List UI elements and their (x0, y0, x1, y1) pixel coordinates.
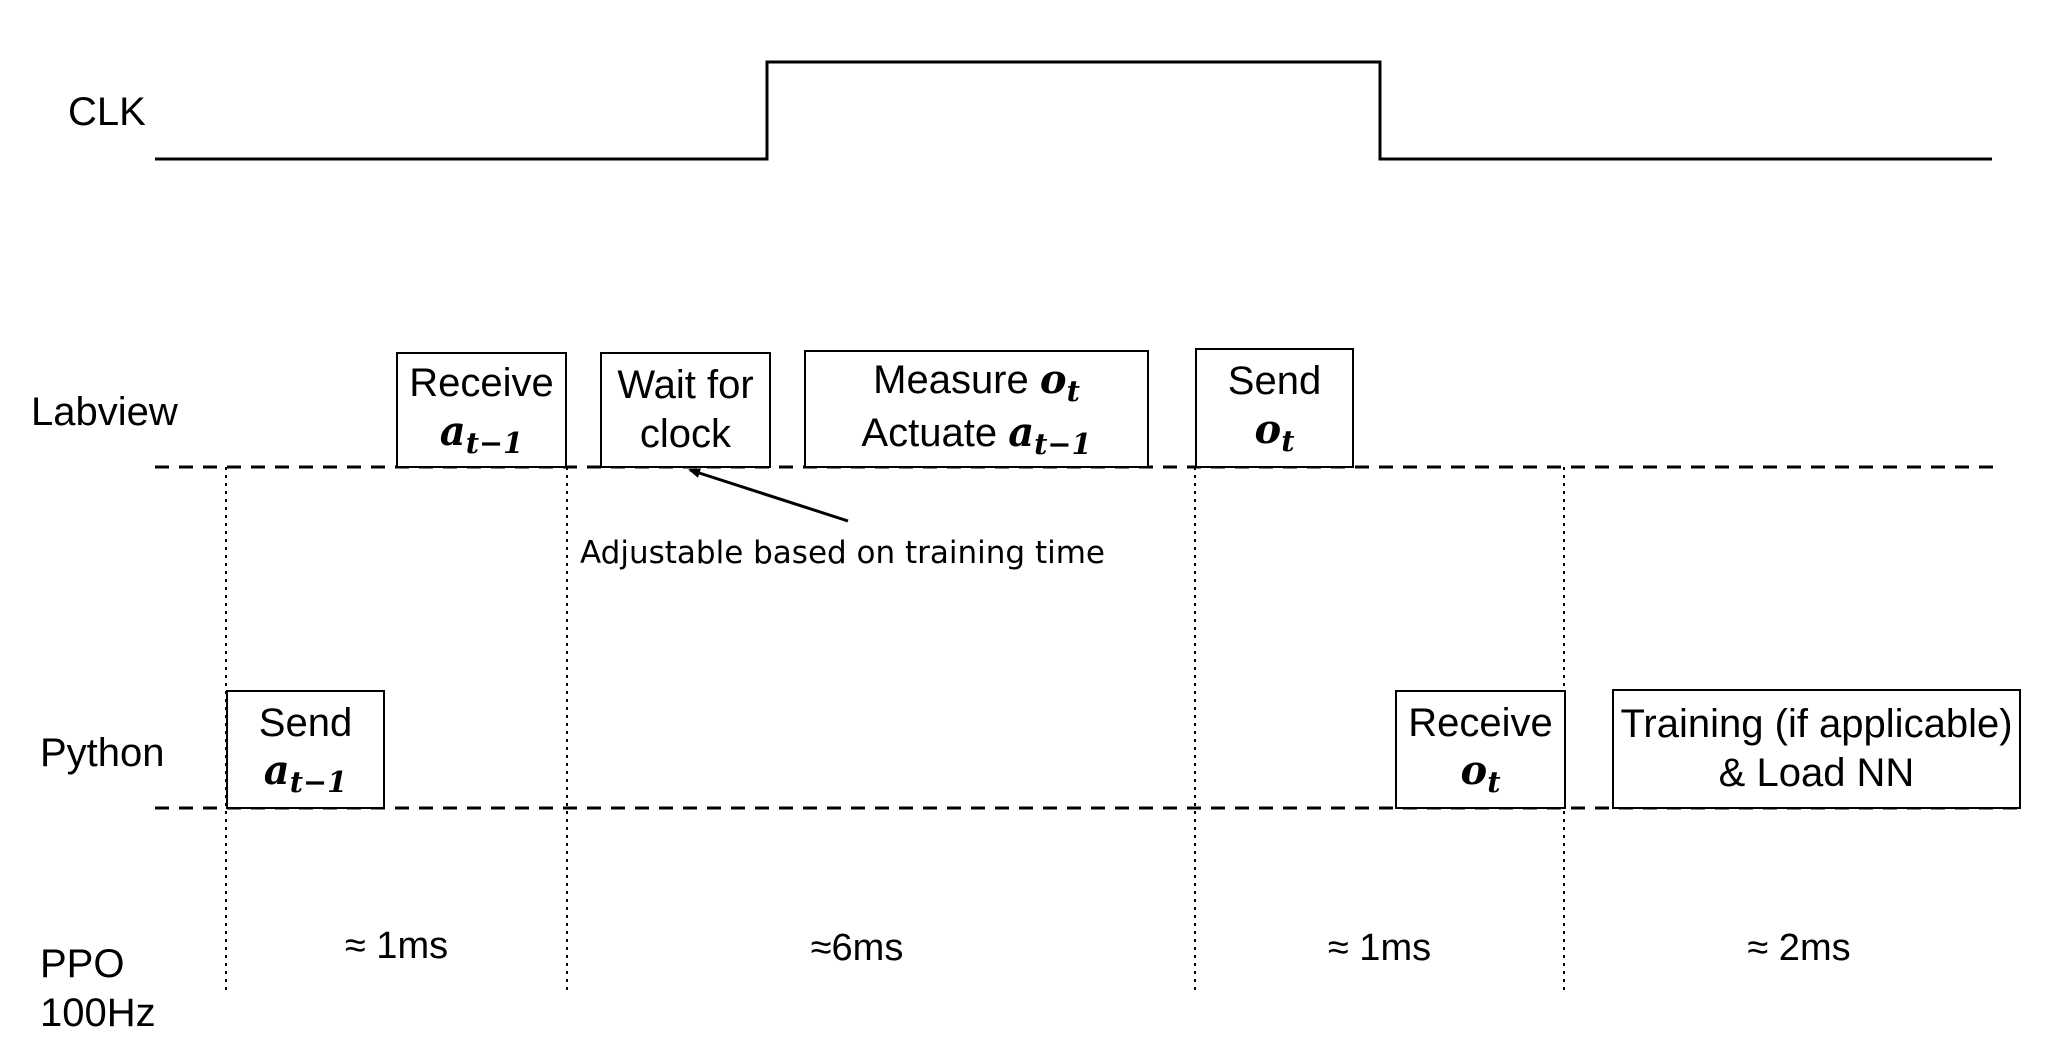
clk-row-label: CLK (68, 90, 146, 134)
labview-measure-line: Measure ot (873, 355, 1080, 408)
duration-phase-1: ≈ 1ms (344, 925, 449, 967)
python-receive-box: Receive ot (1395, 690, 1566, 809)
labview-actuate-line: Actuate at−1 (861, 409, 1092, 462)
python-training-box: Training (if applicable) & Load NN (1612, 689, 2021, 809)
labview-receive-symbol: at−1 (439, 407, 524, 460)
labview-send-label: Send (1227, 359, 1322, 403)
labview-wait-line1: Wait for (617, 363, 754, 408)
python-row-label: Python (40, 731, 165, 775)
ppo-label-line1: PPO (40, 942, 125, 986)
labview-send-box: Send ot (1195, 348, 1354, 468)
python-training-line1: Training (if applicable) (1620, 702, 2013, 747)
python-send-box: Send at−1 (226, 690, 385, 809)
python-receive-symbol: ot (1460, 747, 1501, 800)
labview-measure-box: Measure ot Actuate at−1 (804, 350, 1149, 468)
ppo-row-label: PPO 100Hz (40, 940, 156, 1038)
adjustable-annotation: Adjustable based on training time (580, 535, 1106, 571)
labview-receive-box: Receive at−1 (396, 352, 567, 468)
duration-phase-2: ≈6ms (810, 927, 904, 969)
python-training-line2: & Load NN (1718, 751, 1915, 795)
labview-row-label: Labview (31, 390, 178, 434)
labview-receive-label: Receive (409, 361, 554, 405)
python-send-label: Send (258, 700, 353, 745)
python-receive-label: Receive (1408, 700, 1553, 745)
labview-wait-box: Wait for clock (600, 352, 771, 468)
duration-phase-4: ≈ 2ms (1747, 927, 1851, 969)
duration-phase-3: ≈ 1ms (1327, 927, 1432, 969)
labview-send-symbol: ot (1254, 405, 1295, 458)
python-send-symbol: at−1 (263, 747, 348, 800)
labview-wait-line2: clock (639, 412, 732, 456)
clock-waveform (155, 60, 1992, 161)
ppo-label-line2: 100Hz (40, 990, 156, 1035)
annotation-arrow (688, 468, 849, 523)
